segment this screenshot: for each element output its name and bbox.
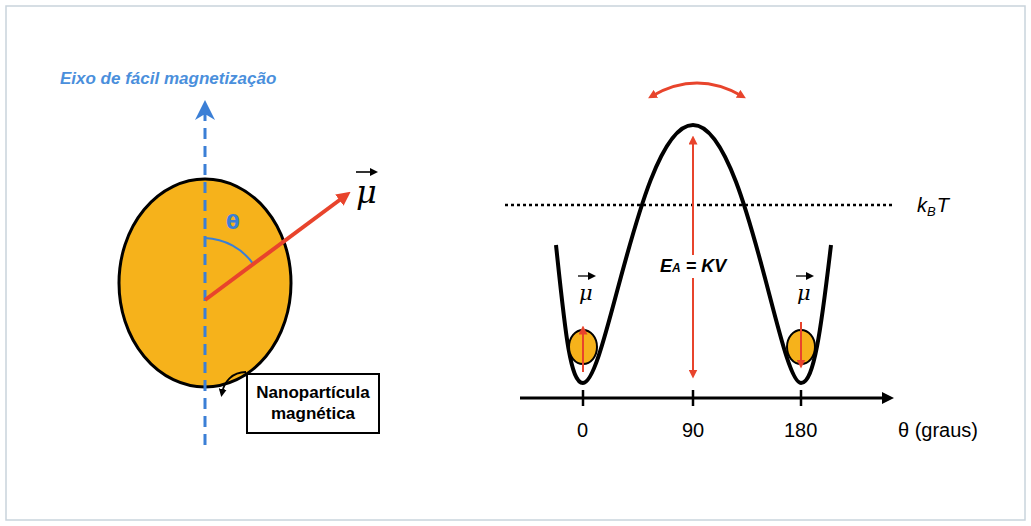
tick-label: 0 bbox=[577, 419, 588, 441]
moment-arrow bbox=[205, 196, 345, 300]
symbol-part: k bbox=[917, 194, 927, 217]
symbol-part: B bbox=[927, 204, 936, 219]
leader-line bbox=[222, 372, 246, 393]
symbol-part: A bbox=[672, 261, 681, 275]
vector-arrow bbox=[796, 275, 810, 276]
tick bbox=[582, 390, 585, 406]
x-axis bbox=[520, 397, 888, 400]
axis-label: θ (graus) bbox=[898, 419, 978, 441]
thermal-label: kBT bbox=[917, 194, 949, 217]
moment-symbol: μ bbox=[356, 175, 377, 210]
moment-down bbox=[800, 322, 802, 364]
vector-arrow bbox=[578, 275, 592, 276]
symbol-part: T bbox=[937, 194, 949, 217]
moment-symbol: μ bbox=[579, 282, 593, 305]
vector-arrow bbox=[356, 171, 374, 173]
flip-arrow bbox=[652, 83, 742, 96]
axis-arrowhead bbox=[195, 100, 215, 120]
moment-symbol: μ bbox=[797, 282, 811, 305]
symbol-part: = KV bbox=[686, 256, 727, 277]
axis-title: Eixo de fácil magnetização bbox=[60, 70, 276, 89]
tick-label: 90 bbox=[682, 419, 704, 441]
easy-axis bbox=[204, 110, 207, 445]
moment-up bbox=[582, 330, 584, 372]
tick bbox=[800, 390, 803, 406]
frame bbox=[6, 6, 1025, 520]
thermal-line bbox=[505, 204, 892, 207]
angle-arc bbox=[205, 238, 254, 265]
energy-curve bbox=[556, 125, 831, 383]
tick bbox=[692, 390, 695, 406]
tick-label: 180 bbox=[784, 419, 817, 441]
label-box: Nanopartícula magnética bbox=[246, 373, 380, 434]
angle-symbol: θ bbox=[226, 211, 240, 233]
symbol-part: E bbox=[660, 256, 672, 277]
barrier-label: EA = KV bbox=[657, 255, 729, 278]
box-text: Nanopartícula magnética bbox=[248, 383, 378, 424]
